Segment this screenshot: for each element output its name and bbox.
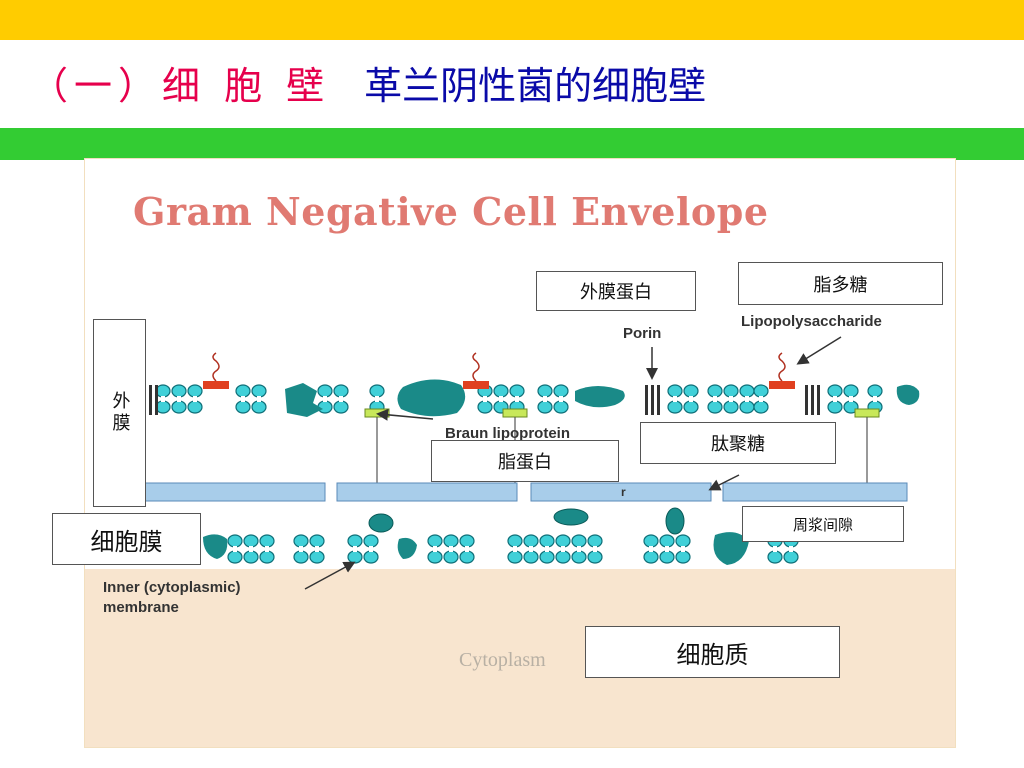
label-inner-membrane-line2: membrane bbox=[103, 599, 179, 616]
cn-label-outer-membrane: 外膜 bbox=[93, 319, 146, 507]
label-braun-lipoprotein: Braun lipoprotein bbox=[445, 425, 570, 442]
cn-label-cell-membrane: 细胞膜 bbox=[52, 513, 201, 565]
heading-topic: 革兰阴性菌的细胞壁 bbox=[364, 64, 707, 108]
periplasmic-proteins bbox=[368, 507, 685, 535]
figure-title: Gram Negative Cell Envelope bbox=[133, 189, 769, 234]
slide-heading: （一）细 胞 壁革兰阴性菌的细胞壁 bbox=[30, 52, 706, 120]
label-peptidoglycan-short: r bbox=[621, 485, 626, 499]
lipopolysaccharide-molecules bbox=[203, 352, 795, 389]
peptidoglycan-layer bbox=[144, 482, 908, 502]
cn-label-lipoprotein: 脂蛋白 bbox=[431, 440, 619, 482]
label-porin: Porin bbox=[623, 325, 662, 342]
cn-label-lipopolysaccharide: 脂多糖 bbox=[738, 262, 943, 305]
pointer-arrows bbox=[304, 336, 842, 590]
inner-membrane-bilayer bbox=[227, 534, 799, 564]
label-lipopolysaccharide: Lipopolysaccharide bbox=[741, 313, 882, 330]
cn-label-periplasmic-space: 周浆间隙 bbox=[742, 506, 904, 542]
label-inner-membrane-line1: Inner (cytoplasmic) bbox=[103, 579, 241, 596]
top-color-bar bbox=[0, 0, 1024, 40]
outer-membrane-proteins bbox=[285, 379, 920, 417]
heading-section: （一）细 胞 壁 bbox=[30, 64, 331, 108]
cn-label-peptidoglycan: 肽聚糖 bbox=[640, 422, 836, 464]
cn-label-cytoplasm: 细胞质 bbox=[585, 626, 840, 678]
label-cytoplasm: Cytoplasm bbox=[459, 649, 546, 671]
cn-label-outer-membrane-protein: 外膜蛋白 bbox=[536, 271, 696, 311]
inner-membrane-proteins bbox=[203, 532, 749, 565]
green-divider-bar bbox=[0, 128, 1024, 160]
envelope-diagram bbox=[143, 336, 920, 590]
